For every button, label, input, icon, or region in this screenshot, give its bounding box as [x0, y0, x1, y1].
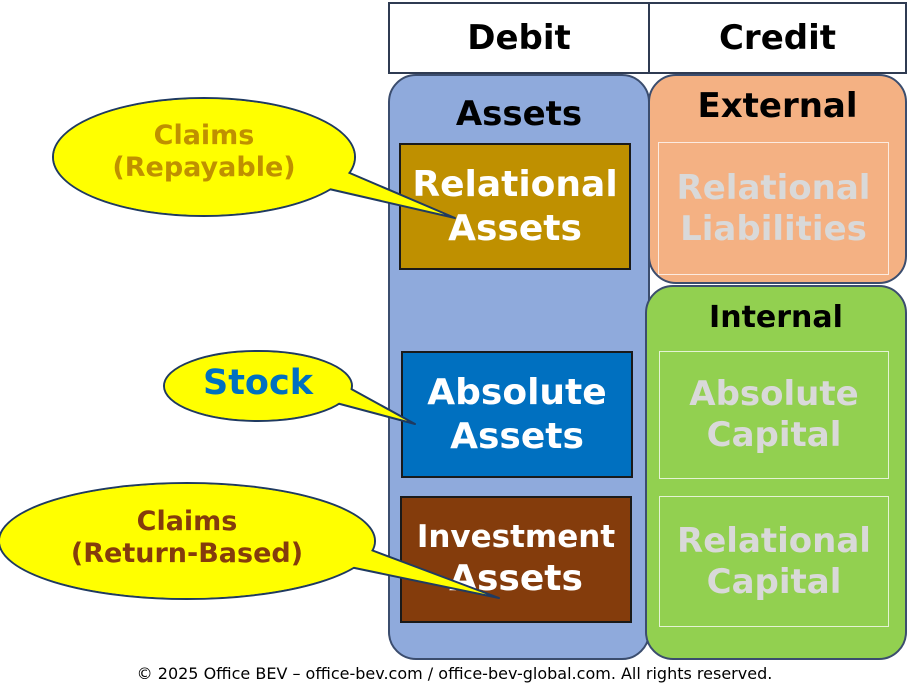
absolute-capital-box: Absolute Capital: [659, 351, 889, 479]
absolute-assets-box: Absolute Assets: [401, 351, 633, 478]
relational-capital-line2: Capital: [706, 561, 842, 602]
absolute-capital-line1: Absolute: [689, 374, 859, 415]
debit-header-label: Debit: [467, 18, 571, 58]
relational-assets-box: Relational Assets: [399, 143, 631, 270]
absolute-assets-line1: Absolute: [427, 372, 607, 414]
callout-return-based-line2: (Return-Based): [70, 537, 304, 569]
relational-liabilities-line1: Relational: [676, 167, 871, 208]
internal-column: [645, 285, 907, 660]
callout-stock-bubble: [163, 350, 416, 425]
callout-stock-line1: Stock: [202, 363, 313, 403]
relational-capital-box: Relational Capital: [659, 496, 889, 627]
callout-repayable-line1: Claims: [153, 120, 255, 151]
relational-assets-line1: Relational: [412, 164, 618, 206]
debit-header: Debit: [388, 2, 650, 74]
relational-liabilities-line2: Liabilities: [680, 208, 867, 249]
credit-header: Credit: [648, 2, 907, 74]
callout-stock-text: Stock: [178, 363, 338, 404]
absolute-capital-line2: Capital: [706, 415, 842, 455]
internal-title: Internal: [709, 300, 843, 335]
external-column: [648, 74, 907, 284]
investment-assets-box: Investment Assets: [400, 496, 632, 623]
credit-header-label: Credit: [718, 18, 837, 58]
callout-return-based-line1: Claims: [136, 506, 238, 537]
callout-return-based-text: Claims (Return-Based): [37, 506, 337, 570]
external-title: External: [697, 86, 858, 126]
investment-assets-line1: Investment: [416, 519, 616, 556]
callout-return-based-bubble: [0, 482, 500, 600]
absolute-assets-line2: Assets: [450, 415, 584, 457]
callout-repayable-bubble: [52, 97, 456, 219]
assets-title: Assets: [455, 94, 583, 134]
relational-liabilities-box: Relational Liabilities: [658, 142, 889, 275]
copyright-footer: © 2025 Office BEV – office-bev.com / off…: [136, 664, 773, 683]
relational-capital-line1: Relational: [677, 520, 871, 561]
callout-repayable-line2: (Repayable): [112, 151, 296, 183]
callout-repayable-text: Claims (Repayable): [84, 120, 324, 184]
relational-assets-line2: Assets: [448, 207, 582, 249]
